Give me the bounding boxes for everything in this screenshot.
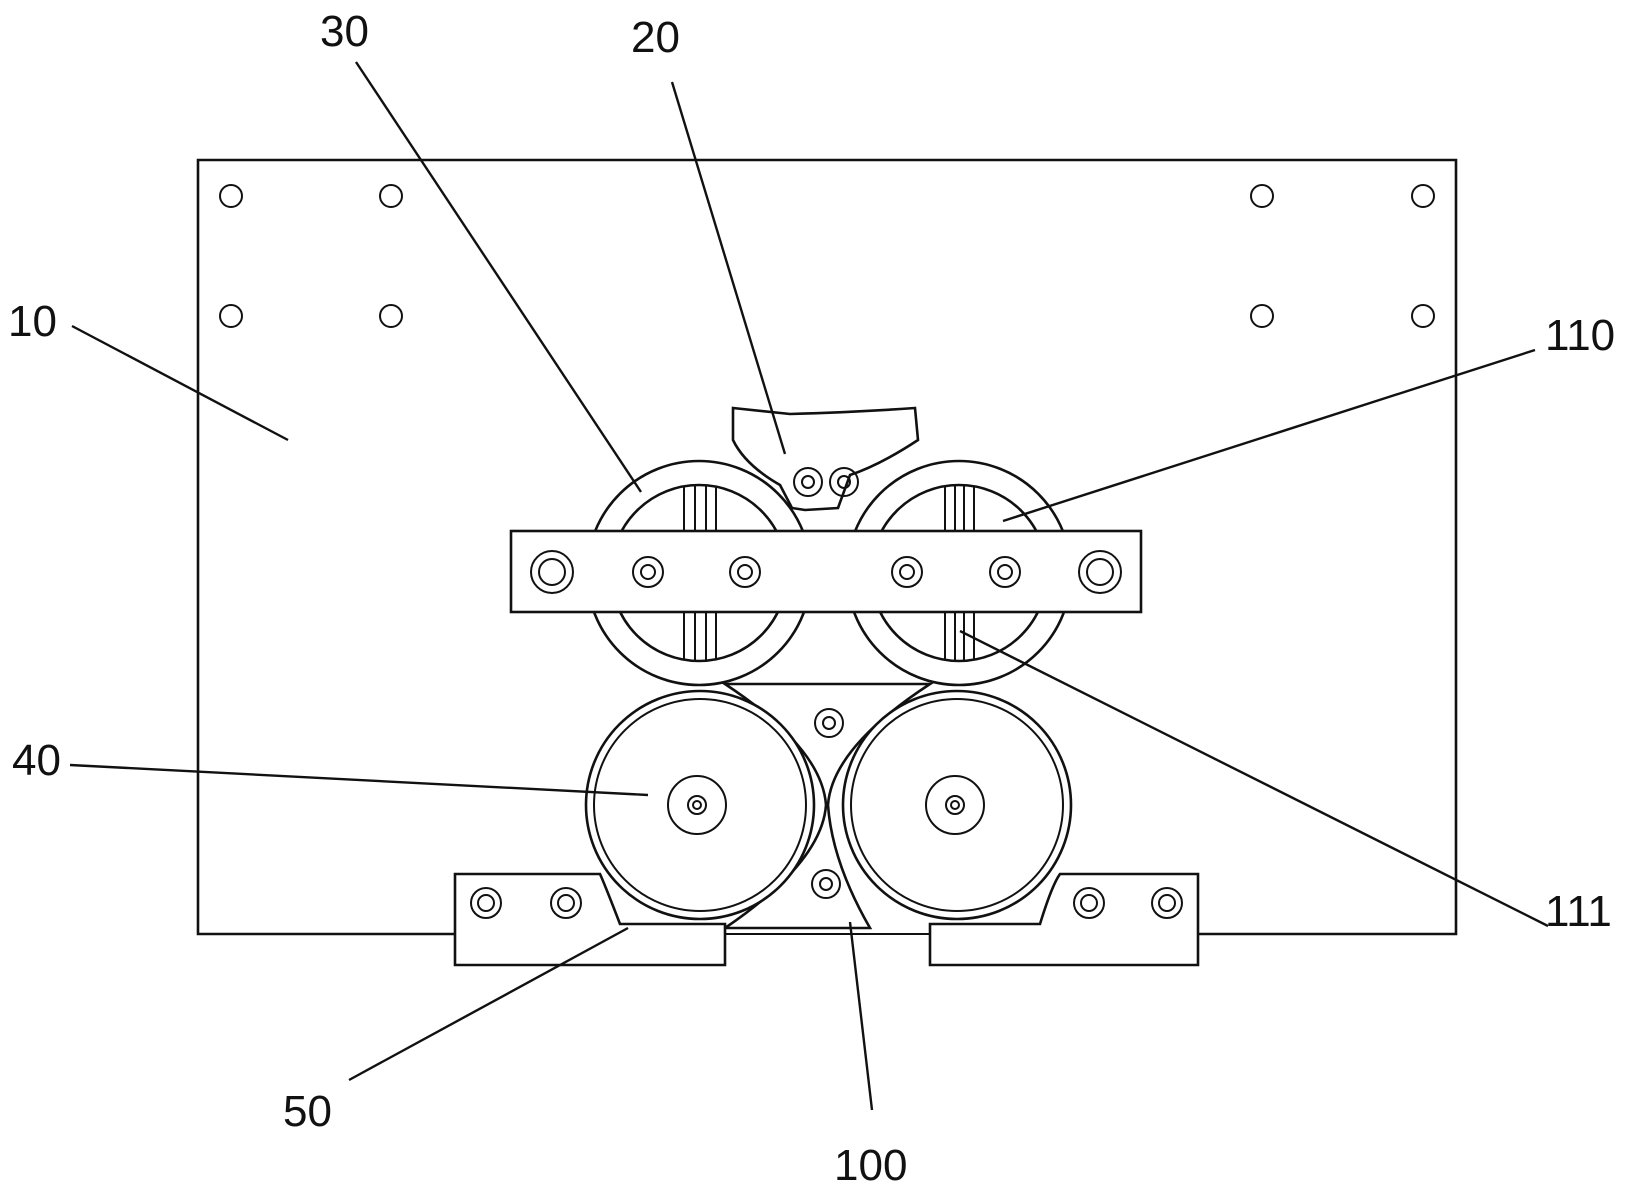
mounting-hole — [379, 304, 403, 328]
clamp-bar[interactable] — [509, 529, 1143, 614]
roller-bracket-right[interactable] — [928, 872, 1200, 967]
leader-line-111 — [959, 629, 1549, 928]
mounting-hole — [1250, 184, 1274, 208]
leader-line-50 — [348, 926, 629, 1082]
label-100: 100 — [834, 1141, 907, 1189]
leader-line-40 — [69, 763, 649, 797]
roller-left[interactable] — [584, 689, 816, 921]
leader-line-110 — [1002, 348, 1536, 523]
leader-line-20 — [670, 81, 787, 455]
leader-line-30 — [354, 61, 643, 493]
mounting-hole — [379, 184, 403, 208]
roller-bracket-fasteners — [470, 887, 1183, 919]
roller-right[interactable] — [841, 689, 1073, 921]
leader-line-10 — [71, 324, 289, 442]
center-plate-screw-bottom — [811, 869, 841, 899]
label-20: 20 — [631, 13, 680, 62]
clamp-bar-fasteners — [530, 550, 1122, 594]
base-plate — [196, 158, 1458, 936]
label-110: 110 — [1545, 311, 1615, 360]
mounting-hole — [1250, 304, 1274, 328]
mounting-hole — [1411, 304, 1435, 328]
mounting-hole — [1411, 184, 1435, 208]
roller-bracket-left[interactable] — [453, 872, 727, 967]
center-plate-screw-top — [814, 708, 844, 738]
guide-block-screws — [793, 467, 859, 497]
label-10: 10 — [8, 297, 57, 346]
center-plate-screw-top-inner — [822, 716, 836, 730]
leader-line-100 — [848, 921, 874, 1111]
mounting-hole — [219, 184, 243, 208]
center-plate-screw-bottom-inner — [819, 877, 833, 891]
label-50: 50 — [283, 1087, 332, 1136]
label-111: 111 — [1545, 887, 1612, 936]
label-30: 30 — [320, 7, 369, 56]
guide-block[interactable] — [731, 406, 920, 512]
mounting-holes — [219, 184, 1435, 328]
label-40: 40 — [12, 736, 61, 785]
mounting-hole — [219, 304, 243, 328]
